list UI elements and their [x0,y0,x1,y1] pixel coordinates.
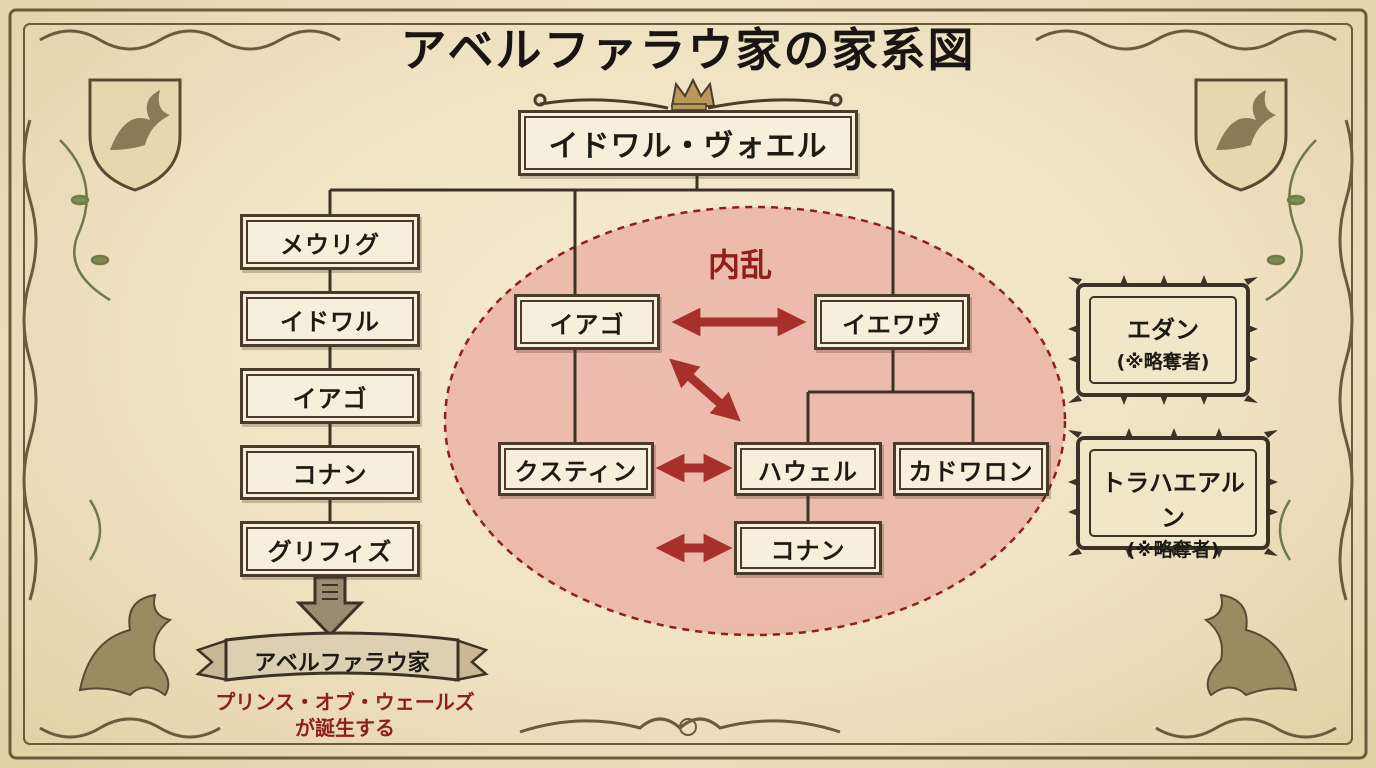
usurper-note: (※略奪者) [1126,539,1220,561]
descent-arrow [295,575,365,638]
node-cystennin: クスティン [498,442,654,496]
dragon-shield-right [1194,78,1288,192]
node-iago: イアゴ [514,294,660,350]
usurper-frame-2 [1068,428,1278,558]
usurper-edwin: エダン (※略奪者) [1090,310,1236,374]
house-note-line1: プリンス・オブ・ウェールズ [215,690,475,714]
left-line-node: コナン [240,445,420,500]
left-line-node: イアゴ [240,368,420,424]
house-banner-label: アベルファラウ家 [254,651,430,676]
top-scroll-ornament [533,93,843,110]
conflict-arrows [655,307,807,563]
usurper-name: エダン [1127,316,1199,344]
page-title: アベルファラウ家の家系図 [400,23,976,77]
crown-icon [670,77,716,111]
root-node: イドワル・ヴォエル [518,110,858,176]
left-line-node: グリフィズ [240,521,420,577]
usurper-trahaearn: トラハエアルン (※略奪者) [1090,463,1256,562]
usurper-note: (※略奪者) [1116,351,1210,373]
vine-ornament [59,139,1317,561]
node-hywel: ハウェル [734,442,882,496]
house-banner-ribbon [195,631,489,682]
usurper-name: トラハエアルン [1101,469,1245,532]
civil-war-label: 内乱 [707,246,772,284]
node-conan: コナン [734,521,882,575]
node-cadwallon: カドワロン [893,442,1049,496]
house-note-line2: が誕生する [295,716,395,740]
node-ieuaf: イエワヴ [814,294,970,350]
tree-connectors [328,176,975,521]
dragon-bottom-right [1203,593,1298,697]
dragon-bottom-left [78,593,173,697]
left-line-node: イドワル [240,291,420,347]
left-line-node: メウリグ [240,214,420,270]
dragon-shield-left [88,78,182,192]
usurper-frame-1 [1068,275,1258,405]
celtic-frame [8,8,1368,760]
